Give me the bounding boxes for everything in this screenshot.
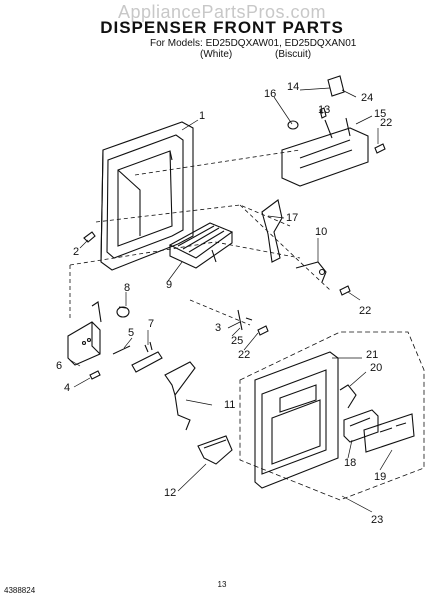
callout-22b: 22 [359, 305, 371, 317]
callout-11: 11 [224, 399, 235, 411]
paddle-arm [164, 361, 196, 431]
model-numbers: For Models: ED25DQXAW01, ED25DQXAN01 [150, 38, 357, 49]
actuator-8 [116, 306, 130, 318]
chute-door [197, 435, 233, 465]
control-bracket-assembly [281, 75, 369, 187]
screw-22a [339, 285, 351, 296]
document-number: 4388824 [4, 586, 36, 595]
callout-16: 16 [264, 88, 276, 100]
callout-9: 9 [166, 279, 172, 291]
callout-22c: 22 [238, 349, 250, 361]
panel-assembly-outline [239, 331, 425, 501]
callout-25: 25 [231, 335, 243, 347]
color-white-label: (White) [200, 49, 233, 60]
screw-22b [374, 143, 386, 154]
lever-7 [131, 341, 163, 373]
callout-10: 10 [315, 226, 327, 238]
callout-2: 2 [73, 246, 79, 258]
actuator-rod [295, 261, 327, 283]
callout-15: 15 [374, 108, 386, 120]
callout-8: 8 [124, 282, 130, 294]
callout-3: 3 [215, 322, 221, 334]
bracket-17 [261, 199, 283, 263]
callout-21: 21 [366, 349, 378, 361]
front-panel [254, 351, 339, 489]
screw-2 [83, 231, 96, 243]
callout-20: 20 [370, 362, 382, 374]
callout-22a: 22 [380, 117, 392, 129]
callout-19: 19 [374, 471, 386, 483]
alignment-lines [69, 149, 331, 326]
callout-1: 1 [199, 110, 205, 122]
screw-4 [89, 370, 101, 380]
drip-tray [168, 222, 234, 269]
callout-12: 12 [164, 487, 176, 499]
callout-5: 5 [128, 327, 134, 339]
callout-6: 6 [56, 360, 62, 372]
wire-harness [339, 384, 357, 409]
color-biscuit-label: (Biscuit) [275, 49, 312, 60]
callout-18: 18 [344, 457, 356, 469]
callout-14: 14 [287, 81, 299, 93]
callout-4: 4 [64, 382, 70, 394]
page-number: 13 [217, 580, 227, 589]
pin-3 [237, 309, 253, 331]
dispenser-switch [67, 301, 102, 366]
spring-5 [112, 345, 131, 355]
trim-panel [363, 413, 415, 453]
control-board [343, 409, 379, 443]
leader-lines [69, 87, 393, 513]
callout-7: 7 [148, 318, 154, 330]
callout-17: 17 [286, 212, 298, 224]
page-title: DISPENSER FRONT PARTS [100, 18, 344, 37]
screw-22c [257, 325, 269, 336]
watermark: AppliancePartsPros.com [117, 2, 327, 22]
callout-23: 23 [371, 514, 383, 526]
hinge-24 [327, 75, 345, 97]
callout-24: 24 [361, 92, 373, 104]
callout-13: 13 [318, 104, 330, 116]
housing-frame [100, 121, 194, 271]
